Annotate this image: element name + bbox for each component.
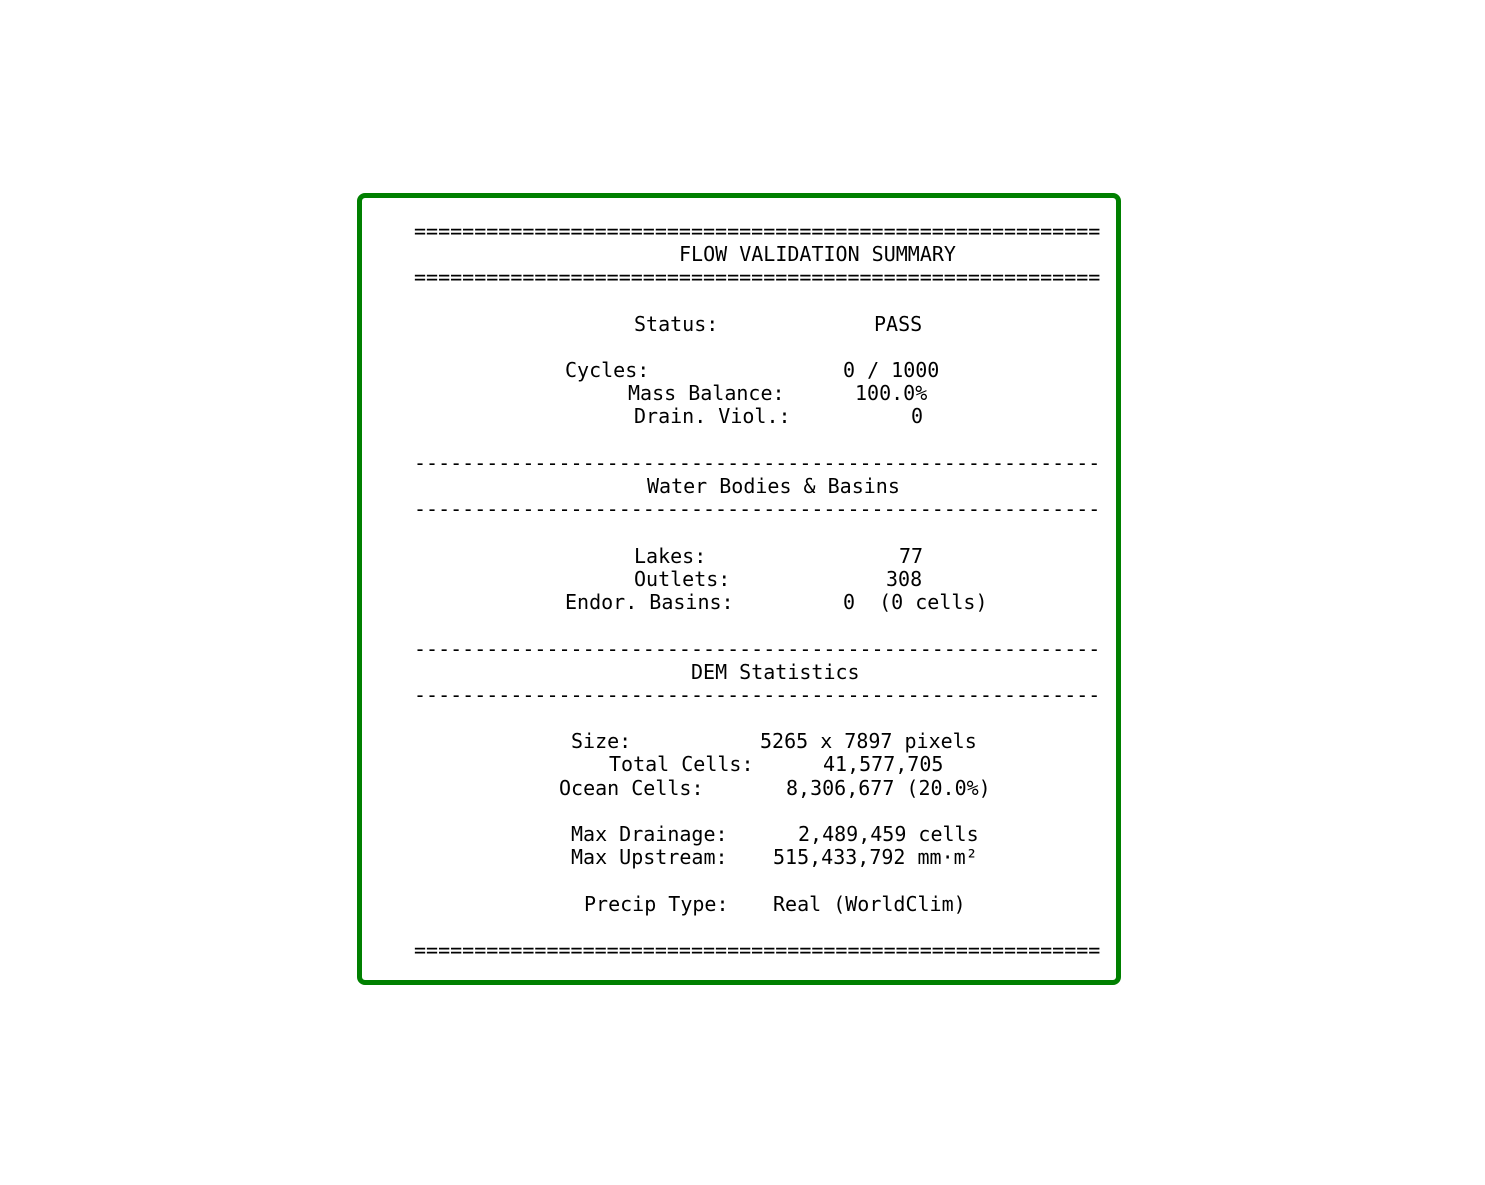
size-label: Size: [571,729,632,753]
ocean-cells-label: Ocean Cells: [559,776,704,800]
water-top-rule: ----------------------------------------… [414,452,1101,475]
cycles-value: 0 / 1000 [843,358,940,382]
total-cells-label: Total Cells: [609,752,754,776]
summary-title: FLOW VALIDATION SUMMARY [679,242,956,266]
outlets-label: Outlets: [634,567,731,591]
size-value: 5265 x 7897 pixels [760,729,977,753]
drain-viol-label: Drain. Viol.: [634,404,791,428]
outlets-value: 308 [886,567,923,591]
water-section-title: Water Bodies & Basins [647,474,900,498]
dem-section-title: DEM Statistics [691,660,860,684]
total-cells-value: 41,577,705 [823,752,944,776]
cycles-label: Cycles: [565,358,650,382]
drain-viol-value: 0 [911,404,924,428]
water-bottom-rule: ----------------------------------------… [414,498,1101,521]
header-double-rule: ========================================… [414,266,1101,289]
precip-type-value: Real (WorldClim) [773,892,966,916]
ocean-cells-value: 8,306,677 (20.0%) [786,776,991,800]
max-upstream-value: 515,433,792 mm·m² [773,845,978,869]
lakes-label: Lakes: [634,544,707,568]
top-double-rule: ========================================… [414,220,1101,243]
endor-basins-value: 0 (0 cells) [843,590,988,614]
max-drainage-value: 2,489,459 cells [798,822,979,846]
endor-basins-label: Endor. Basins: [565,590,734,614]
mass-balance-label: Mass Balance: [628,381,785,405]
bottom-double-rule: ========================================… [414,939,1101,962]
max-drainage-label: Max Drainage: [571,822,728,846]
dem-top-rule: ----------------------------------------… [414,638,1101,661]
summary-panel [357,193,1121,985]
status-value: PASS [874,312,923,336]
status-label: Status: [634,312,719,336]
precip-type-label: Precip Type: [584,892,729,916]
mass-balance-value: 100.0% [855,381,928,405]
max-upstream-label: Max Upstream: [571,845,728,869]
dem-bottom-rule: ----------------------------------------… [414,684,1101,707]
lakes-value: 77 [899,544,924,568]
